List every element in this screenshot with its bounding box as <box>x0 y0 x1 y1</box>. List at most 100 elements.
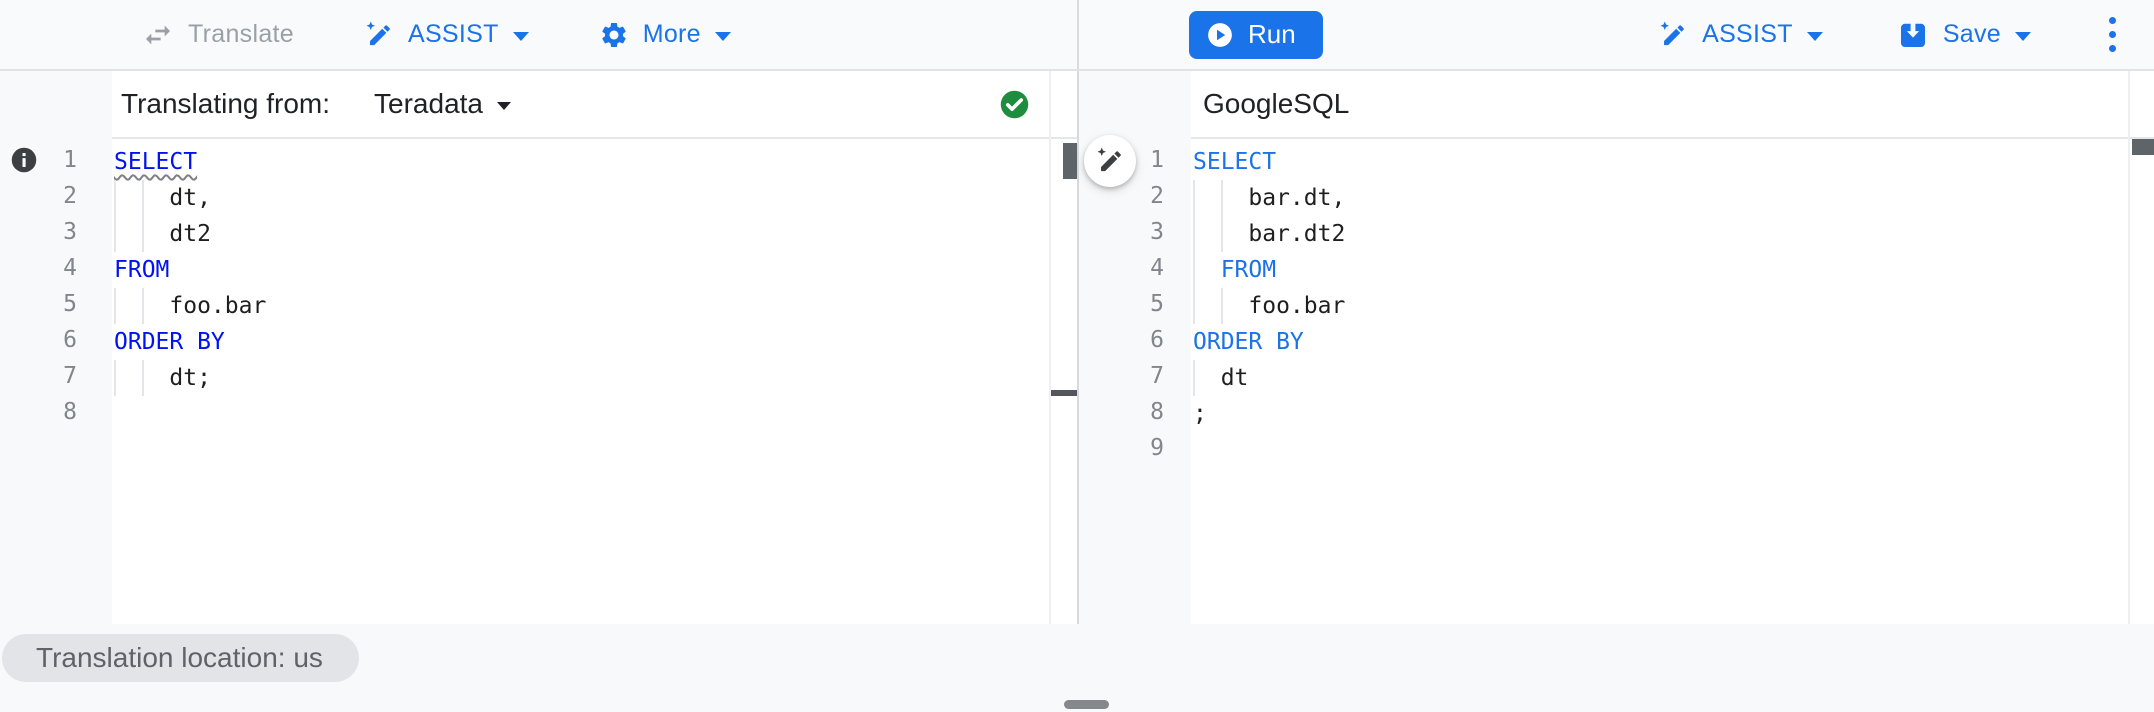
left-panel-header: Translating from: Teradata <box>112 71 1077 139</box>
toolbar-divider <box>1077 0 1079 69</box>
save-label: Save <box>1942 20 2001 48</box>
assist-left-label: ASSIST <box>407 20 499 48</box>
code-line[interactable]: FROM <box>112 252 1077 288</box>
indent-guide <box>141 216 144 252</box>
translate-button[interactable]: Translate <box>142 19 294 51</box>
indent-guide <box>1193 252 1195 288</box>
sql-keyword: SELECT <box>1193 149 1277 175</box>
left-panel-main: Translating from: Teradata SELECT dt, dt… <box>112 71 1077 624</box>
right-scrollbar-thumb[interactable] <box>2132 139 2154 155</box>
code-line[interactable] <box>112 396 1077 432</box>
more-vert-icon[interactable] <box>2105 13 2120 56</box>
save-button[interactable]: Save <box>1897 19 2031 51</box>
sql-text: bar.dt, <box>1193 185 1346 211</box>
code-line[interactable]: dt <box>1191 360 2154 396</box>
indent-guide <box>114 288 116 324</box>
code-line[interactable]: SELECT <box>1191 144 2154 180</box>
line-number: 4 <box>1150 255 1164 281</box>
sql-text: dt2 <box>114 221 211 247</box>
assist-right-label: ASSIST <box>1702 20 1793 48</box>
line-number: 2 <box>63 183 77 209</box>
indent-guide <box>1193 216 1195 252</box>
target-dialect-label: GoogleSQL <box>1203 88 1350 119</box>
run-button[interactable]: Run <box>1189 10 1323 59</box>
code-line[interactable]: dt2 <box>112 216 1077 252</box>
swap-horiz-icon <box>146 25 170 44</box>
translation-status <box>998 88 1031 121</box>
sql-text: dt; <box>114 365 211 391</box>
indent-guide <box>1193 180 1195 216</box>
sql-text: dt <box>1193 365 1249 391</box>
chevron-down-icon <box>512 31 529 41</box>
left-scrollbar-thumb[interactable] <box>1063 143 1077 179</box>
code-line[interactable]: foo.bar <box>1191 288 2154 324</box>
code-line[interactable] <box>1191 432 2154 468</box>
code-line[interactable]: ORDER BY <box>112 324 1077 360</box>
more-label: More <box>642 20 701 48</box>
code-line[interactable]: dt, <box>112 180 1077 216</box>
translating-from-label: Translating from: <box>121 88 331 119</box>
line-number: 6 <box>1150 327 1164 353</box>
chevron-down-icon <box>2015 31 2031 41</box>
source-dialect-dropdown[interactable]: Teradata <box>374 88 511 120</box>
play-circle-icon <box>1208 22 1232 47</box>
code-line[interactable]: bar.dt2 <box>1191 216 2154 252</box>
code-line[interactable]: ORDER BY <box>1191 324 2154 360</box>
resize-handle[interactable] <box>1064 700 1109 709</box>
indent-guide <box>1220 288 1223 324</box>
more-button[interactable]: More <box>599 20 731 50</box>
assist-wand-button[interactable] <box>1084 135 1136 187</box>
gear-icon <box>602 22 626 47</box>
footer-strip: Translation location: us <box>0 624 2154 712</box>
top-toolbar: Translate ASSIST More Run ASSIST S <box>0 0 2154 71</box>
line-number: 4 <box>63 255 77 281</box>
save-box-icon <box>1900 21 1925 47</box>
right-panel-header: GoogleSQL <box>1191 71 2154 139</box>
line-number: 6 <box>63 327 77 353</box>
panel-divider <box>1077 71 1079 624</box>
right-panel-main: GoogleSQL SELECT bar.dt, bar.dt2 FROM fo… <box>1191 71 2154 624</box>
sql-keyword: ORDER BY <box>114 329 225 355</box>
sql-keyword: SELECT <box>114 149 198 175</box>
assist-right-button[interactable]: ASSIST <box>1658 20 1823 50</box>
sql-text <box>1193 257 1221 283</box>
line-number: 1 <box>63 147 77 173</box>
line-number: 5 <box>1150 291 1164 317</box>
line-number: 8 <box>1150 399 1164 425</box>
code-line[interactable]: foo.bar <box>112 288 1077 324</box>
line-number: 5 <box>63 291 77 317</box>
line-number: 1 <box>1150 147 1164 173</box>
sql-text: foo.bar <box>1193 293 1346 319</box>
left-scrollbar-marker <box>1051 390 1077 396</box>
line-number: 7 <box>1150 363 1164 389</box>
indent-guide <box>114 216 116 252</box>
indent-guide <box>114 360 116 396</box>
assist-left-button[interactable]: ASSIST <box>364 20 529 50</box>
sql-keyword: ORDER BY <box>1193 329 1304 355</box>
line-number: 3 <box>1150 219 1164 245</box>
run-label: Run <box>1248 19 1296 49</box>
pen-spark-icon <box>1660 21 1684 45</box>
sql-text: ; <box>1193 401 1207 427</box>
sql-text: foo.bar <box>114 293 267 319</box>
line-number: 7 <box>63 363 77 389</box>
code-line[interactable]: dt; <box>112 360 1077 396</box>
code-line[interactable]: FROM <box>1191 252 2154 288</box>
info-icon[interactable] <box>10 146 38 174</box>
toolbar-actions: ASSIST Save <box>1658 13 2154 56</box>
code-line[interactable]: bar.dt, <box>1191 180 2154 216</box>
indent-guide <box>1220 216 1223 252</box>
code-line[interactable]: ; <box>1191 396 2154 432</box>
line-number: 8 <box>63 399 77 425</box>
indent-guide <box>1220 180 1223 216</box>
sql-text: dt, <box>114 185 211 211</box>
translation-location-label: Translation location: us <box>36 642 323 673</box>
code-line[interactable]: SELECT <box>112 144 1077 180</box>
